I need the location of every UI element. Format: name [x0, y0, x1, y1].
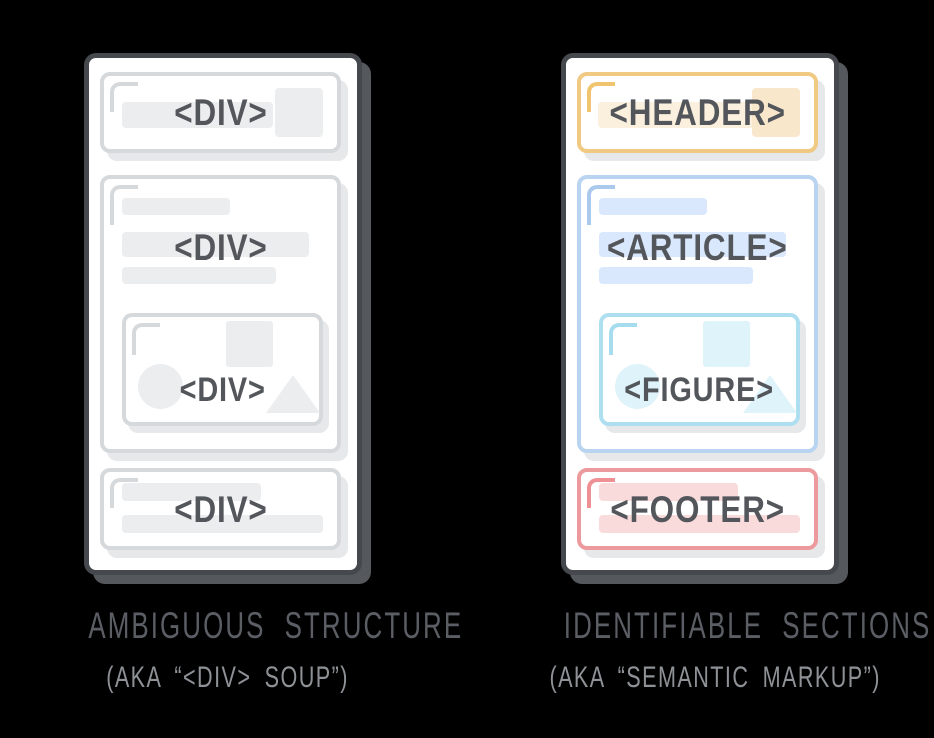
triangle-shape: [266, 375, 320, 413]
corner-bracket: [110, 185, 138, 225]
triangle-shape: [743, 375, 797, 413]
div-tag-label: <DIV>: [173, 488, 268, 530]
div-block-bottom: <DIV>: [100, 468, 341, 550]
corner-bracket: [110, 478, 138, 508]
footer-block: <FOOTER>: [577, 468, 818, 550]
div-tag-label: <DIV>: [173, 227, 268, 268]
text-placeholder-bar: [122, 232, 309, 257]
text-placeholder-bar: [599, 232, 786, 257]
text-placeholder-bar: [599, 198, 707, 215]
right-caption-title: IDENTIFIABLE SECTIONS: [563, 605, 932, 646]
semantic-markup-card: <HEADER> <ARTICLE> <FIGURE>: [561, 53, 839, 575]
div-tag-label: <DIV>: [173, 92, 268, 133]
left-caption-title: AMBIGUOUS STRUCTURE: [88, 605, 464, 646]
text-placeholder-bar: [122, 198, 230, 215]
text-placeholder-bar: [599, 267, 753, 284]
corner-bracket: [609, 323, 637, 355]
text-placeholder-bar: [599, 515, 800, 533]
image-placeholder-square: [752, 88, 800, 137]
div-block-middle: <DIV> <DIV>: [100, 175, 341, 453]
left-caption-subtitle: (AKA “<DIV> SOUP”): [106, 661, 350, 694]
text-placeholder-bar: [122, 483, 261, 501]
div-block-top: <DIV>: [100, 72, 341, 153]
square-shape: [226, 321, 273, 367]
circle-shape: [138, 364, 183, 409]
figure-block: <FIGURE>: [599, 313, 800, 426]
corner-bracket: [110, 82, 138, 112]
text-placeholder-bar: [122, 267, 276, 284]
corner-bracket: [132, 323, 160, 355]
div-block-nested-figure: <DIV>: [122, 313, 323, 426]
footer-tag-label: <FOOTER>: [610, 488, 785, 530]
article-block: <ARTICLE> <FIGURE>: [577, 175, 818, 453]
div-tag-label: <DIV>: [179, 371, 266, 409]
square-shape: [703, 321, 750, 367]
text-placeholder-bar: [122, 515, 323, 533]
header-tag-label: <HEADER>: [609, 92, 786, 133]
circle-shape: [615, 364, 660, 409]
header-block: <HEADER>: [577, 72, 818, 153]
article-tag-label: <ARTICLE>: [607, 227, 788, 268]
image-placeholder-square: [275, 88, 323, 137]
corner-bracket: [587, 82, 615, 112]
div-soup-card: <DIV> <DIV> <DIV> <DIV>: [84, 53, 362, 575]
corner-bracket: [587, 185, 615, 225]
text-placeholder-bar: [599, 483, 738, 501]
corner-bracket: [587, 478, 615, 508]
figure-tag-label: <FIGURE>: [624, 371, 775, 409]
right-caption-subtitle: (AKA “SEMANTIC MARKUP”): [549, 661, 881, 694]
text-placeholder-bar: [122, 102, 273, 128]
